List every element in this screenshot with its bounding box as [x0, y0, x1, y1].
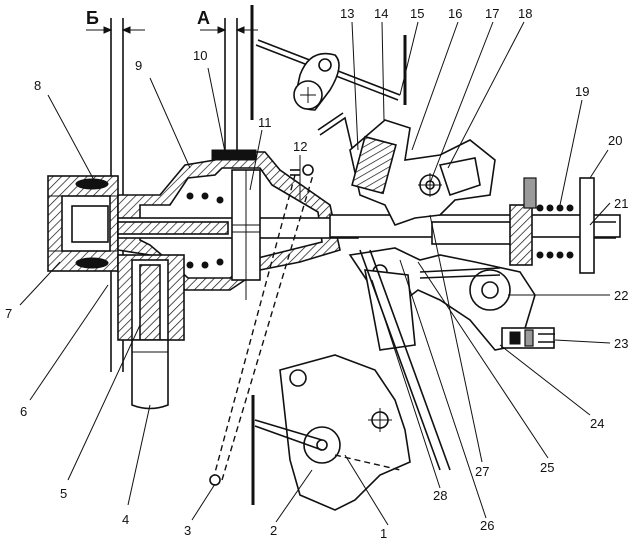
callout-21: 21	[614, 196, 628, 211]
dashed-links	[209, 164, 314, 486]
section-a-label: А	[197, 8, 210, 28]
callout-23: 23	[614, 336, 628, 351]
leader-lines	[19, 21, 611, 526]
callout-15: 15	[410, 6, 424, 21]
switch-23	[501, 327, 555, 349]
callout-7: 7	[5, 306, 12, 321]
callout-22: 22	[614, 288, 628, 303]
top-lever	[255, 35, 407, 149]
callout-11: 11	[258, 115, 272, 130]
latch-assembly	[349, 119, 537, 226]
callout-3: 3	[184, 523, 191, 538]
callout-labels: 1 2 3 4 5 6 7 8 9 10 11 12 13 14 15 16 1…	[5, 6, 628, 541]
callout-17: 17	[485, 6, 499, 21]
callout-25: 25	[540, 460, 554, 475]
tube-assembly	[117, 254, 185, 410]
callout-2: 2	[270, 523, 277, 538]
callout-4: 4	[122, 512, 129, 527]
callout-18: 18	[518, 6, 532, 21]
callout-26: 26	[480, 518, 494, 533]
callout-13: 13	[340, 6, 354, 21]
left-bushing	[47, 175, 119, 272]
callout-20: 20	[608, 133, 622, 148]
callout-9: 9	[135, 58, 142, 73]
section-labels: Б А	[86, 8, 210, 28]
lower-plate	[251, 354, 411, 511]
spring-19	[536, 204, 574, 259]
callout-6: 6	[20, 404, 27, 419]
callout-19: 19	[575, 84, 589, 99]
callout-16: 16	[448, 6, 462, 21]
callout-27: 27	[475, 464, 489, 479]
callout-24: 24	[590, 416, 604, 431]
callout-28: 28	[433, 488, 447, 503]
callout-10: 10	[193, 48, 207, 63]
callout-1: 1	[380, 526, 387, 541]
callout-5: 5	[60, 486, 67, 501]
callout-12: 12	[293, 139, 307, 154]
callout-14: 14	[374, 6, 388, 21]
callout-8: 8	[34, 78, 41, 93]
section-b-label: Б	[86, 8, 99, 28]
